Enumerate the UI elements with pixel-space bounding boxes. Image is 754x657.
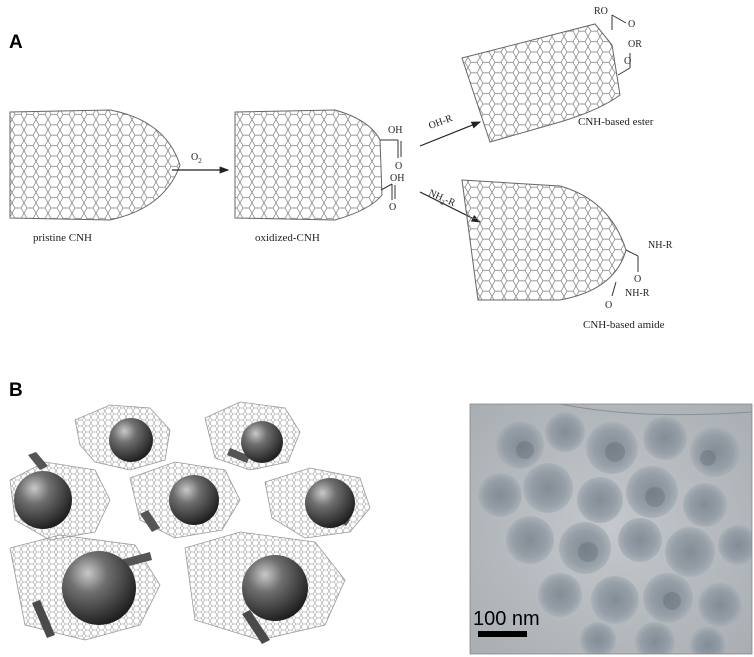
label-pristine-cnh: pristine CNH [33,232,92,244]
label-cnh-ester: CNH-based ester [578,116,654,128]
ester-o-top: O [628,19,635,30]
tem-frame [469,403,753,655]
cnh-nanoparticle-schematic [9,401,371,644]
oxidized-cnh-tube [234,109,402,221]
label-oxidized-cnh: oxidized-CNH [255,232,320,244]
amide-o-top: O [634,274,641,285]
panel-b-letter: B [9,380,23,401]
tem-micrograph [470,404,752,654]
oh-top: OH [388,125,402,136]
reagent-o2: O2 [191,152,202,165]
amide-nhr-bottom: NH-R [625,288,650,299]
oh-bottom: OH [390,173,404,184]
o-bottom: O [389,202,396,213]
pristine-cnh-tube [9,109,181,221]
ester-cnh-tube [461,14,631,143]
ester-or: OR [628,39,642,50]
ester-o-bottom: O [624,56,631,67]
ester-ro: RO [594,6,608,17]
panel-a-letter: A [9,32,23,53]
amide-cnh-tube [461,179,639,301]
label-cnh-amide: CNH-based amide [583,319,665,331]
scale-bar [478,631,527,637]
o-top: O [395,161,402,172]
amide-o-bottom: O [605,300,612,311]
arrow-to-ester [419,121,482,147]
reagent-nh2-r: NH2-R [426,188,457,211]
reagent-oh-r: OH-R [427,113,454,132]
amide-nhr-top: NH-R [648,240,673,251]
scale-bar-label: 100 nm [473,608,540,630]
